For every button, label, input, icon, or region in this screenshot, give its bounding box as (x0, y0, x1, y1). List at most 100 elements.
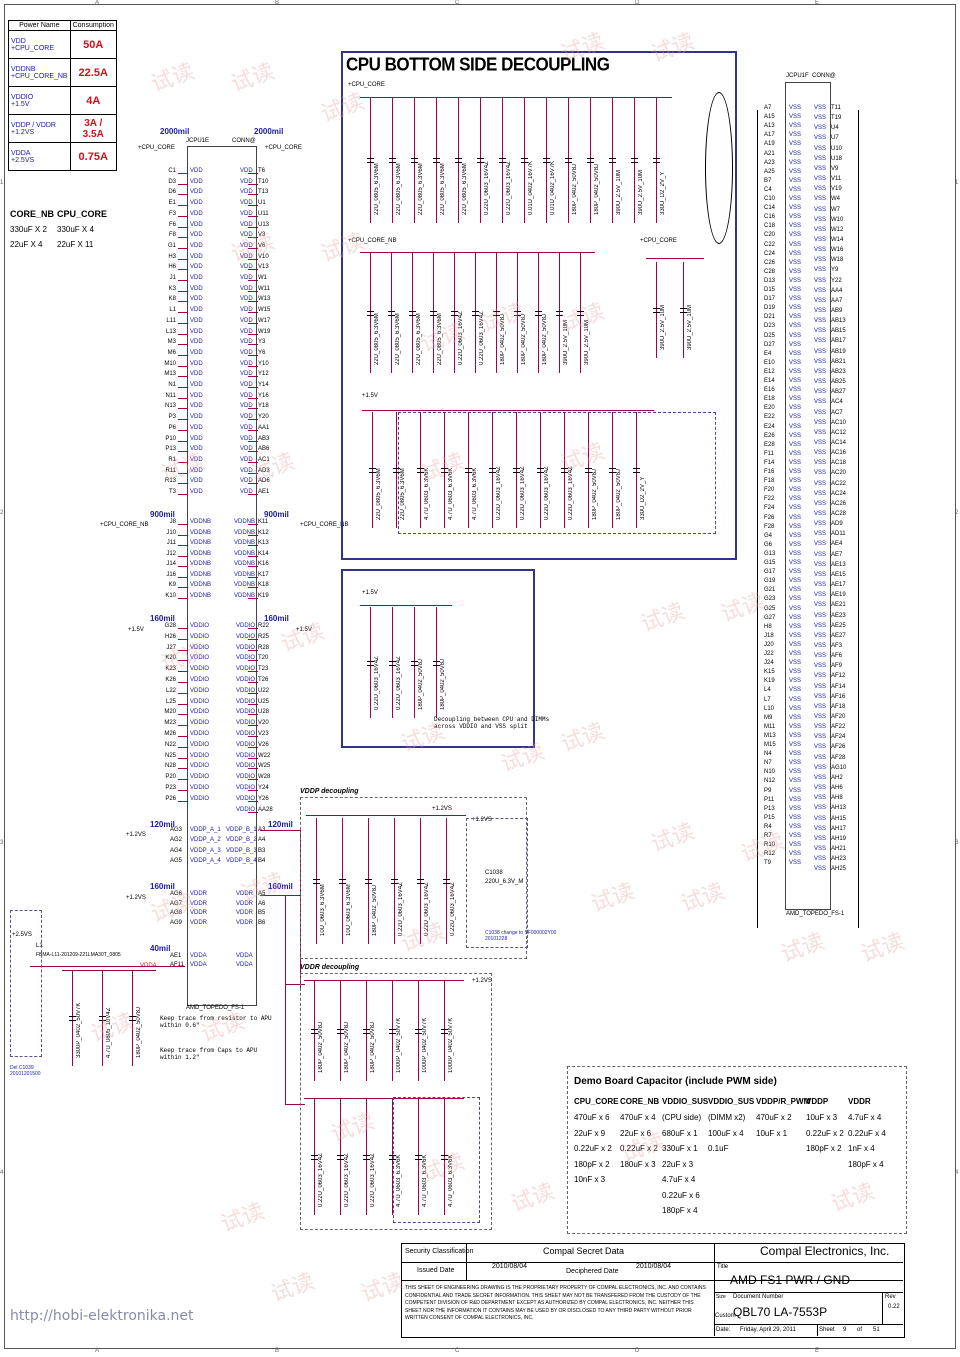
pin-name: VSS (814, 592, 827, 599)
pin-name: VSS (814, 856, 827, 863)
pin-name: VSS (814, 287, 827, 294)
wire (285, 984, 305, 985)
wire (178, 692, 188, 694)
capacitor-symbol (556, 310, 563, 316)
wire (420, 818, 421, 944)
wire (248, 408, 258, 410)
wire (248, 638, 258, 640)
pin-name: VSS (814, 145, 827, 152)
pin-number: AC12 (831, 429, 847, 436)
pin-number: J20 (764, 641, 774, 648)
power-name: VDD +CPU_CORE (8, 30, 71, 59)
pin-name: VSS (789, 605, 802, 612)
pin-number: N10 (764, 769, 776, 776)
pin-number: K23 (165, 666, 176, 673)
inductor-value: FBMA-L11-201209-221LMA30T_0805 (36, 952, 121, 958)
wire (178, 365, 188, 367)
wire (454, 252, 455, 373)
pin-name: VDDIO (190, 741, 210, 748)
capacitor-value: 330U_D2_2V_Y (660, 171, 666, 215)
pin-number: D21 (764, 314, 776, 321)
wire (248, 524, 258, 525)
tb-line (714, 1262, 903, 1263)
capacitor-value: 22U_0805_6.3V6M (440, 163, 446, 215)
pin-number: V13 (258, 264, 269, 271)
connector-part: AMD_TOPEDO_FS-1 (786, 911, 845, 917)
pin-number: AB27 (831, 389, 846, 396)
pin-name: VSS (789, 287, 802, 293)
wire (178, 660, 188, 662)
wire (248, 365, 258, 367)
demo-col-value: 0.22uF x 6 (662, 1190, 700, 1200)
rail-label: +1.2VS (472, 817, 492, 823)
pin-name: VSS (789, 487, 802, 494)
wire (612, 412, 613, 528)
demo-box (567, 1066, 907, 1234)
dimm-note: Decoupling between CPU and DIMMs across … (434, 716, 550, 730)
pin-number: L7 (764, 696, 771, 703)
pin-name: VDDNB (190, 540, 212, 546)
pin-number: D25 (764, 332, 776, 339)
pin-number: F24 (764, 505, 775, 512)
pin-number: H3 (168, 253, 176, 260)
capacitor-symbol (441, 468, 448, 473)
wire (178, 555, 188, 557)
pin-number: AC14 (831, 439, 847, 446)
pin-number: Y14 (258, 382, 269, 388)
capacitor-value: 22U_0805_6.3V6M (396, 163, 402, 215)
pin-number: K13 (258, 540, 269, 546)
wire (392, 607, 393, 718)
trace-width: 120mil (268, 820, 293, 829)
capacitor-value: 0.22U_0603_16V4Z (496, 466, 502, 520)
pin-name: VSS (814, 247, 827, 254)
pin-name: VDDP_B_4 (226, 857, 257, 864)
pin-name: VDD (240, 456, 253, 463)
pin-name: VDD (190, 371, 203, 378)
pin-name: VSS (789, 159, 802, 166)
trace-width: 120mil (150, 820, 175, 829)
pin-number: K12 (258, 529, 269, 536)
pin-name: VSS (789, 532, 802, 539)
pin-name: VSS (789, 314, 802, 321)
pin-number: P13 (165, 446, 176, 453)
pin-number: AD6 (258, 478, 270, 485)
zone-label-right: 4 (955, 1170, 959, 1176)
wire (248, 247, 258, 249)
pin-number: AC18 (831, 460, 847, 467)
capacitor-value: 390U_2.5V_10M (584, 319, 590, 365)
wire (342, 818, 343, 944)
wire (178, 247, 188, 249)
pin-number: B4 (258, 857, 266, 864)
wire (178, 419, 188, 421)
capacitor-value: 180P_0402_50V8J (594, 163, 600, 215)
pin-name: VSS (789, 669, 802, 676)
pin-number: K10 (165, 592, 176, 599)
wire (178, 703, 188, 705)
pin-name: VDD (240, 489, 253, 495)
pin-name: VDD (240, 275, 253, 281)
wire (178, 628, 188, 629)
pin-name: VDD (190, 349, 203, 356)
pin-number: F3 (168, 210, 176, 217)
pin-number: AC24 (831, 490, 847, 497)
pin-name: VSS (814, 612, 827, 619)
pin-number: D19 (764, 305, 776, 312)
demo-col-value: 180pF x 2 (574, 1159, 610, 1169)
pin-number: G13 (764, 550, 776, 557)
pin-name: VDD (240, 253, 253, 260)
pin-number: U4 (831, 125, 839, 132)
pin-number: C14 (764, 205, 776, 212)
pin-number: G27 (764, 614, 776, 621)
pin-number: K3 (168, 285, 176, 292)
pin-name: VSS (814, 571, 827, 578)
core-nb-cap: 330uF X 2 (10, 225, 47, 234)
pin-number: G4 (764, 532, 773, 539)
pin-number: AF28 (831, 754, 846, 761)
wire (72, 970, 73, 1066)
pin-number: AB9 (831, 308, 843, 314)
wire (248, 811, 258, 813)
tb-line (401, 1280, 903, 1281)
demo-col-header: CPU_CORE (574, 1097, 619, 1106)
capacitor-value: 0.22U_0603_16V4Z (484, 161, 490, 215)
capacitor-value: 0.22U_0603_16V4Z (506, 161, 512, 215)
